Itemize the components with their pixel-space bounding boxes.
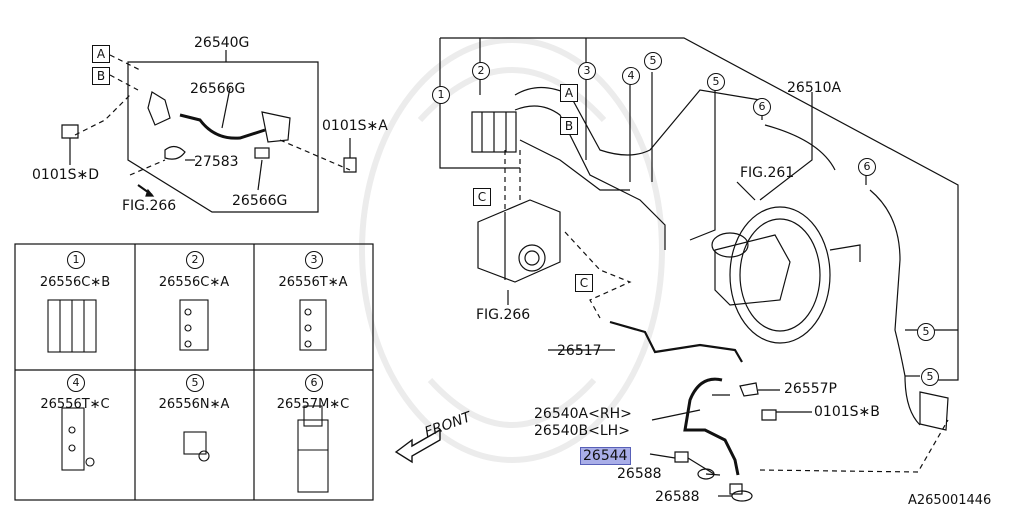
callout-2: 2 bbox=[472, 62, 490, 80]
table-callout-3: 3 bbox=[305, 251, 323, 269]
callout-6-a: 6 bbox=[753, 98, 771, 116]
table-part-3: 26556T∗A bbox=[278, 275, 348, 290]
front-arrow bbox=[394, 428, 441, 464]
components-table-frame bbox=[14, 243, 374, 501]
label-26588-a: 26588 bbox=[617, 466, 662, 482]
label-26544-highlighted[interactable]: 26544 bbox=[580, 447, 631, 465]
table-callout-1: 1 bbox=[67, 251, 85, 269]
label-fig266-top: FIG.266 bbox=[122, 198, 177, 214]
main-assembly-outline bbox=[440, 37, 959, 381]
label-0101s-d: 0101S∗D bbox=[32, 167, 100, 183]
abs-module bbox=[477, 199, 561, 283]
label-0101s-a: 0101S∗A bbox=[322, 118, 388, 134]
brake-hose-26540 bbox=[683, 377, 740, 476]
table-callout-6: 6 bbox=[305, 374, 323, 392]
callout-5-d: 5 bbox=[921, 368, 939, 386]
label-fig266-mid: FIG.266 bbox=[476, 307, 531, 323]
table-callout-4: 4 bbox=[67, 374, 85, 392]
ref-box-b-inset: B bbox=[92, 67, 110, 85]
table-part-6: 26557M∗C bbox=[276, 397, 350, 412]
table-part-4: 26556T∗C bbox=[40, 397, 110, 412]
table-part-1: 26556C∗B bbox=[39, 275, 111, 290]
callout-6-b: 6 bbox=[858, 158, 876, 176]
label-26557p: 26557P bbox=[784, 381, 837, 397]
label-26540g: 26540G bbox=[194, 35, 250, 51]
table-part-2: 26556C∗A bbox=[158, 275, 230, 290]
label-26588-b: 26588 bbox=[655, 489, 700, 505]
label-fig261: FIG.261 bbox=[740, 165, 795, 181]
callout-5-b: 5 bbox=[707, 73, 725, 91]
watermark-emblem bbox=[359, 37, 665, 463]
label-26510a: 26510A bbox=[787, 80, 842, 96]
label-26517: 26517 bbox=[557, 343, 602, 359]
callout-5-a: 5 bbox=[644, 52, 662, 70]
label-27583: 27583 bbox=[194, 154, 239, 170]
diagram-id: A265001446 bbox=[908, 493, 992, 508]
callout-4: 4 bbox=[622, 67, 640, 85]
ref-box-b-main: B bbox=[560, 117, 578, 135]
ref-box-c-upper: C bbox=[473, 188, 491, 206]
label-26566g-bottom: 26566G bbox=[232, 193, 288, 209]
ref-box-a-main: A bbox=[560, 84, 578, 102]
brake-booster bbox=[729, 206, 831, 344]
callout-1: 1 bbox=[432, 86, 450, 104]
label-0101s-b: 0101S∗B bbox=[814, 404, 880, 420]
label-26540b-lh: 26540B<LH> bbox=[534, 423, 630, 439]
table-callout-2: 2 bbox=[186, 251, 204, 269]
label-26540a-rh: 26540A<RH> bbox=[534, 406, 632, 422]
table-callout-5: 5 bbox=[186, 374, 204, 392]
ref-box-c-lower: C bbox=[575, 274, 593, 292]
callout-5-c: 5 bbox=[917, 323, 935, 341]
table-part-5: 26556N∗A bbox=[158, 397, 230, 412]
inset-box-26540g bbox=[127, 61, 319, 213]
label-26566g-top: 26566G bbox=[190, 81, 246, 97]
ref-box-a-inset: A bbox=[92, 45, 110, 63]
callout-3: 3 bbox=[578, 62, 596, 80]
